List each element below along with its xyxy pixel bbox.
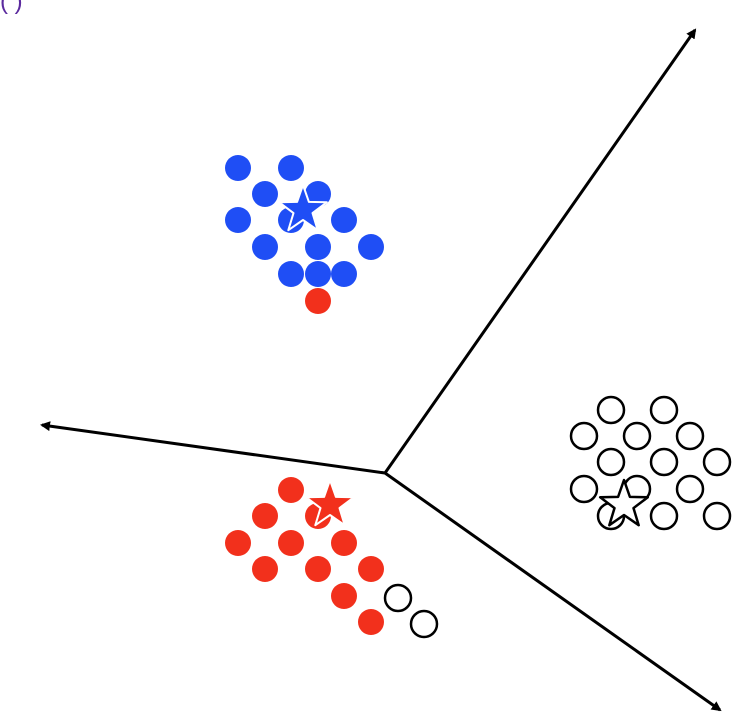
red-cluster-point	[278, 530, 304, 556]
blue-cluster-point	[358, 234, 384, 260]
red-cluster-centroid-star-icon	[305, 479, 355, 527]
hollow-cluster-point	[569, 474, 599, 504]
hollow-cluster-point	[649, 395, 679, 425]
hollow-cluster-point	[702, 447, 732, 477]
red-cluster-point	[358, 609, 384, 635]
red-cluster-point	[331, 583, 357, 609]
hollow-cluster-centroid-star-icon	[598, 478, 650, 527]
blue-cluster-point	[225, 207, 251, 233]
blue-cluster-point	[252, 181, 278, 207]
red-cluster-point	[305, 556, 331, 582]
blue-cluster-point	[305, 181, 331, 207]
points-group	[225, 155, 732, 639]
blue-cluster-point	[225, 155, 251, 181]
red-stray-point	[305, 288, 331, 314]
blue-cluster-point	[305, 261, 331, 287]
hollow-cluster-point	[596, 447, 626, 477]
hollow-stray-point	[409, 609, 439, 639]
red-cluster-point	[331, 530, 357, 556]
axis-down-right	[384, 471, 722, 712]
axis-left	[40, 421, 386, 475]
hollow-cluster-point	[649, 447, 679, 477]
top-caption-fragment: ( )	[0, 0, 23, 15]
blue-cluster-point	[331, 261, 357, 287]
blue-cluster-point	[305, 234, 331, 260]
blue-cluster-point	[278, 155, 304, 181]
axes-group	[40, 28, 722, 712]
hollow-cluster-point	[702, 501, 732, 531]
blue-cluster-point	[331, 207, 357, 233]
red-cluster-point	[225, 530, 251, 556]
blue-cluster-point	[252, 234, 278, 260]
blue-cluster-centroid-star-icon	[278, 184, 328, 232]
hollow-cluster-point	[649, 501, 679, 531]
centroids-group	[278, 184, 650, 527]
red-cluster-point	[252, 503, 278, 529]
hollow-cluster-point	[569, 421, 599, 451]
hollow-cluster-point	[675, 474, 705, 504]
hollow-cluster-point	[622, 421, 652, 451]
hollow-cluster-point	[596, 395, 626, 425]
red-cluster-point	[252, 556, 278, 582]
red-cluster-point	[358, 556, 384, 582]
hollow-cluster-point	[675, 421, 705, 451]
red-cluster-point	[278, 477, 304, 503]
blue-cluster-point	[278, 261, 304, 287]
axis-up-right	[383, 28, 697, 474]
hollow-stray-point	[383, 583, 413, 613]
